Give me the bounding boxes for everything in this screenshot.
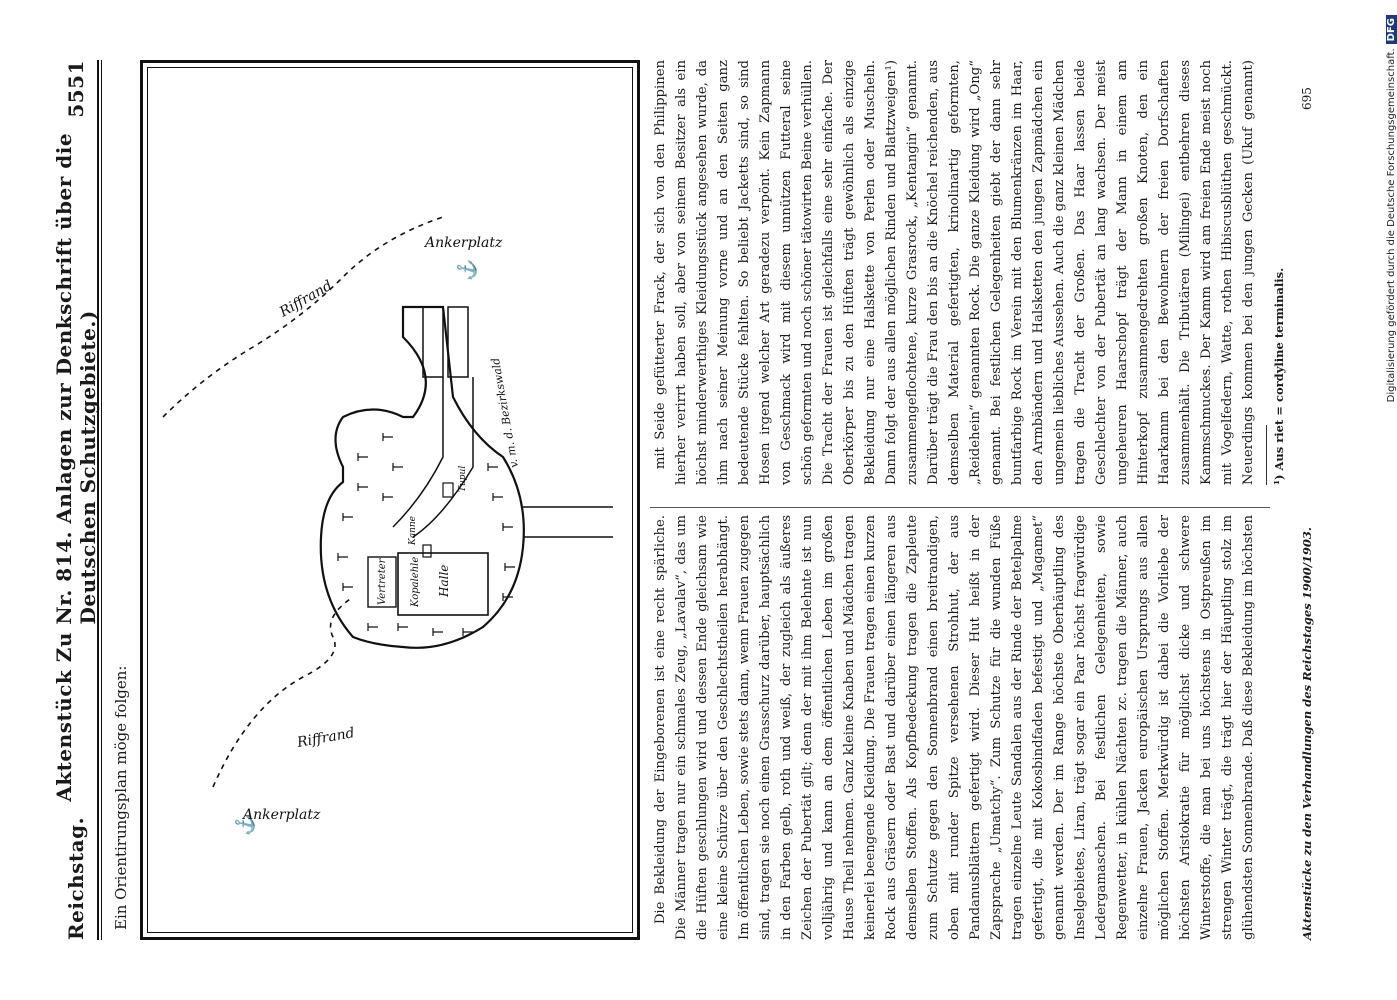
building-kanne (422, 544, 432, 558)
column-separator (650, 507, 1270, 508)
column-left-text: Die Bekleidung der Eingeborenen ist eine… (653, 515, 1256, 940)
header-left: Reichstag. (64, 816, 88, 940)
header-rule (97, 60, 99, 940)
label-riffrand-right: Riffrand (276, 278, 335, 321)
orientation-map: ⚓ ⚓ Ankerplatz Riffrand Ankerplatz Riffr… (140, 60, 640, 940)
dfg-logo: DFG (1386, 15, 1397, 45)
running-header: Reichstag. Aktenstück Zu Nr. 814. Anlage… (52, 60, 100, 940)
building-vertreter (367, 556, 397, 608)
footnote: ¹) Aus riet = cordyline terminalis. (1272, 267, 1286, 485)
bottom-page-number: 695 (1300, 87, 1314, 110)
digitization-credit: Digitalisierung gefördert durch die Deut… (1386, 15, 1397, 985)
label-bezirk: v. m. d. Bezirkswald (489, 357, 521, 469)
label-riffrand-left: Riffrand (295, 725, 356, 751)
label-ankerplatz-right: Ankerplatz (423, 235, 503, 251)
road (392, 377, 474, 538)
label-vertreter: Vertreter (377, 557, 388, 605)
reef-edge-right (162, 216, 444, 418)
text-column-left: Die Bekleidung der Eingeborenen ist eine… (650, 515, 1260, 940)
label-kopalehle: Kopalehle (410, 557, 421, 608)
label-halle: Halle (437, 565, 451, 598)
header-title: Aktenstück Zu Nr. 814. Anlagen zur Denks… (52, 132, 100, 802)
building-halle (397, 552, 489, 616)
credit-text: Digitalisierung gefördert durch die Deut… (1386, 48, 1397, 403)
island-outline (319, 305, 525, 649)
channel (523, 506, 613, 538)
anchor-icon: ⚓ (456, 257, 478, 282)
label-tupul: Tupul (458, 466, 468, 492)
map-caption: Ein Orientirungsplan möge folgen: (112, 665, 130, 930)
jetty-upper (422, 306, 444, 378)
map-drawing: ⚓ ⚓ Ankerplatz Riffrand Ankerplatz Riffr… (162, 216, 613, 837)
tree-marks (337, 433, 515, 636)
building-tupul (442, 482, 454, 498)
label-ankerplatz-left: Ankerplatz (241, 807, 321, 823)
page-footer: Aktenstücke zu den Verhandlungen des Rei… (1300, 527, 1314, 940)
label-kanne: Kanne (408, 516, 418, 546)
jetty (447, 306, 469, 378)
header-page-number: 5551 (64, 60, 88, 118)
column-right-text: mit Seide gefütterter Frack, der sich vo… (653, 60, 1256, 485)
text-column-right: mit Seide gefütterter Frack, der sich vo… (650, 60, 1260, 485)
header-rule-thin (101, 60, 102, 940)
footnote-rule (1266, 425, 1267, 485)
anchor-icon: ⚓ (234, 812, 256, 837)
reef-edge-left (212, 596, 354, 788)
